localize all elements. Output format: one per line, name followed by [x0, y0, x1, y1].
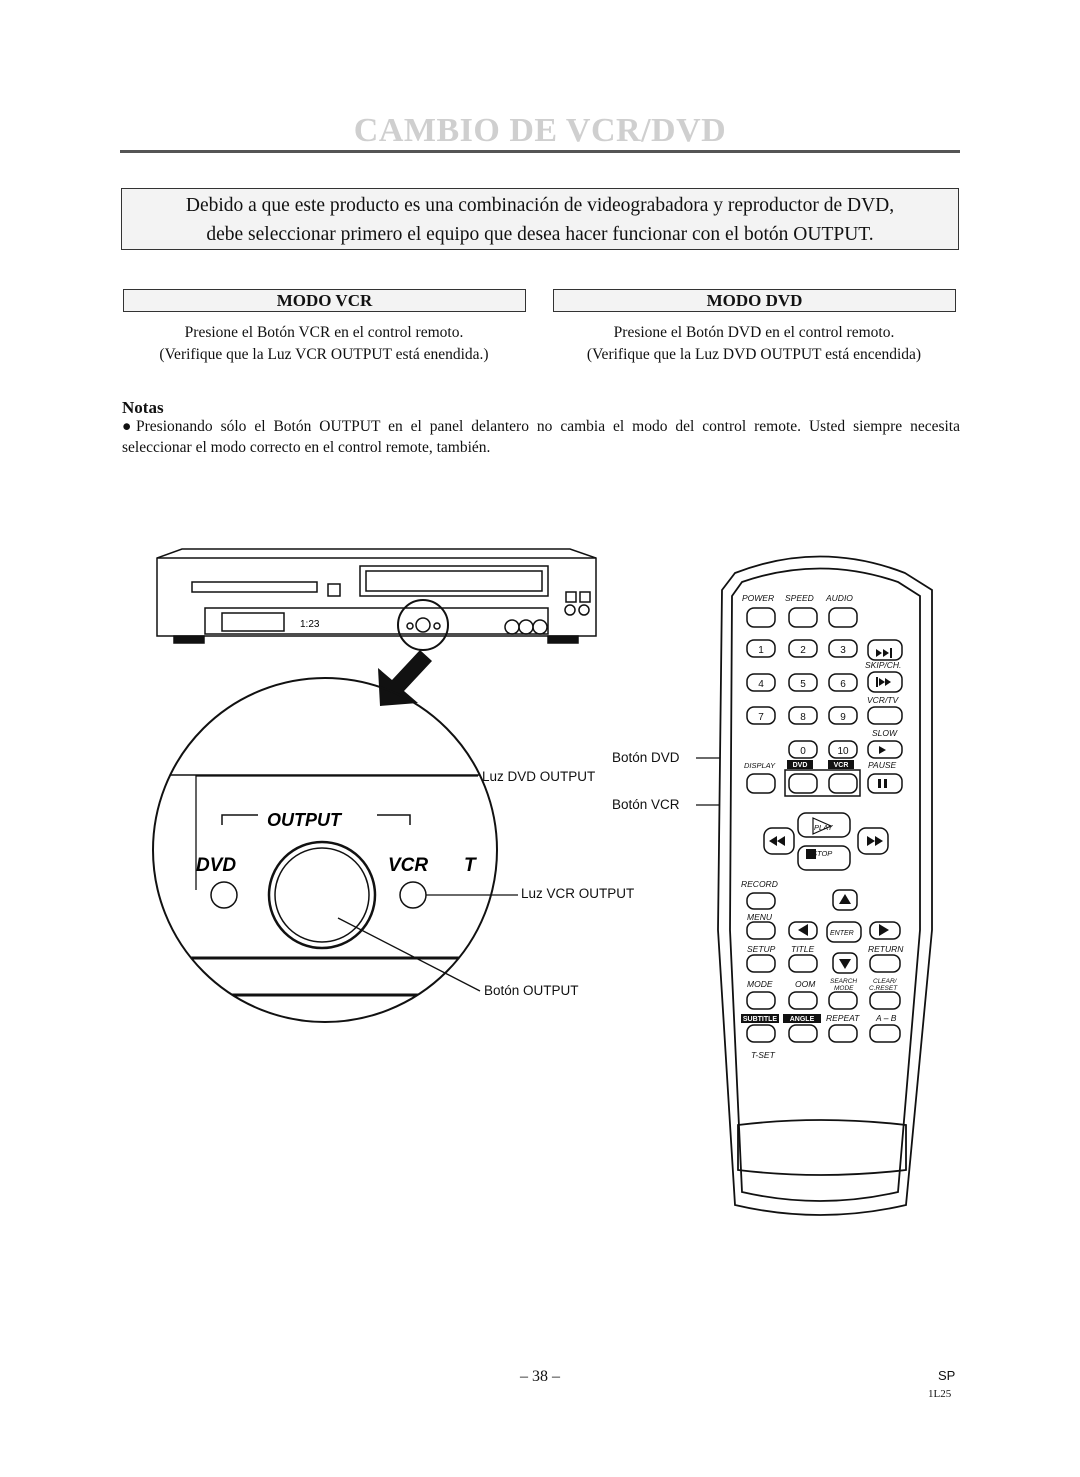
remote-mode-label: MODE [747, 979, 773, 989]
remote-num-0: 0 [800, 746, 806, 757]
remote-num-8: 8 [800, 712, 806, 723]
zoom-vcr-text: VCR [388, 855, 428, 876]
remote-vcrtv-label: VCR/TV [867, 695, 900, 705]
remote-num-6: 6 [840, 679, 846, 690]
remote-num-3: 3 [840, 645, 846, 656]
page-title: CAMBIO DE VCR/DVD [353, 112, 727, 149]
label-boton-dvd: Botón DVD [612, 750, 680, 765]
remote-display-label: DISPLAY [744, 761, 776, 770]
zoom-circle [152, 677, 498, 1023]
remote-zoom-label: OOM [795, 979, 816, 989]
remote-vcr-button: VCR [834, 762, 849, 769]
remote-record-label: RECORD [741, 879, 778, 889]
remote-stop-label: STOP [812, 849, 832, 858]
zoom-dvd-text: DVD [196, 855, 236, 876]
title-rule [120, 150, 960, 153]
remote-repeat-label: REPEAT [826, 1013, 860, 1023]
remote-audio-label: AUDIO [825, 593, 853, 603]
remote-enter-label: ENTER [830, 930, 854, 937]
remote-menu-label: MENU [747, 912, 773, 922]
notes-heading: Notas [122, 398, 164, 417]
remote-angle-label: ANGLE [790, 1016, 815, 1023]
label-boton-output: Botón OUTPUT [484, 983, 579, 998]
modo-dvd-text: Presione el Botón DVD en el control remo… [548, 322, 960, 366]
page-number: – 38 – [520, 1368, 560, 1385]
remote-labels: POWER SPEED AUDIO SKIP/CH. VCR/TV SLOW P… [741, 593, 904, 1060]
modo-vcr-text: Presione el Botón VCR en el control remo… [118, 322, 530, 366]
vcr-display-text: 1:23 [300, 619, 320, 630]
remote-num-5: 5 [800, 679, 806, 690]
model-code: 1L25 [928, 1388, 952, 1400]
remote-search-label: SEARCH [830, 978, 857, 985]
remote-icons [741, 648, 892, 1023]
vcr-dvd-unit [156, 548, 597, 651]
remote-num-2: 2 [800, 645, 806, 656]
intro-line-2: debe seleccionar primero el equipo que d… [206, 224, 874, 245]
modo-dvd-line-2: (Verifique que la Luz DVD OUTPUT está en… [586, 346, 922, 363]
remote-search-mode-label: MODE [834, 985, 854, 992]
label-luz-vcr-output: Luz VCR OUTPUT [521, 886, 635, 901]
modo-vcr-heading: MODO VCR [123, 289, 526, 312]
zoom-cut-text: T [464, 855, 477, 876]
remote-subtitle-label: SUBTITLE [743, 1016, 778, 1023]
zoom-output-text: OUTPUT [267, 810, 343, 830]
remote-creset-label: C.RESET [869, 985, 898, 992]
remote-ab-label: A – B [875, 1013, 897, 1023]
bullet-icon: ● [122, 418, 132, 435]
remote-setup-label: SETUP [747, 944, 776, 954]
remote-title-label: TITLE [791, 944, 814, 954]
remote-num-4: 4 [758, 679, 764, 690]
notes-body: Presionando sólo el Botón OUTPUT en el p… [122, 418, 960, 456]
remote-num-7: 7 [758, 712, 764, 723]
remote-inverse-labels: DVD VCR SUBTITLE ANGLE [743, 762, 849, 1023]
modo-vcr-line-1: Presione el Botón VCR en el control remo… [184, 324, 464, 341]
remote-return-label: RETURN [868, 944, 904, 954]
label-boton-vcr: Botón VCR [612, 797, 680, 812]
language-code: SP [938, 1368, 956, 1383]
remote-clear-label: CLEAR/ [873, 978, 898, 985]
remote-num-9: 9 [840, 712, 846, 723]
notes-text: ●Presionando sólo el Botón OUTPUT en el … [122, 416, 960, 458]
modo-dvd-heading: MODO DVD [553, 289, 956, 312]
remote-tset-label: T-SET [751, 1050, 776, 1060]
remote-dvd-button: DVD [793, 762, 808, 769]
modo-vcr-line-2: (Verifique que la Luz VCR OUTPUT está en… [159, 346, 489, 363]
remote-speed-label: SPEED [785, 593, 814, 603]
remote-skip-label: SKIP/CH. [865, 660, 901, 670]
intro-box: Debido a que este producto es una combin… [121, 188, 959, 250]
modo-dvd-line-1: Presione el Botón DVD en el control remo… [613, 324, 895, 341]
remote-num-1: 1 [758, 645, 764, 656]
remote-num-10: 10 [837, 746, 849, 757]
remote-slow-label: SLOW [872, 728, 898, 738]
intro-line-1: Debido a que este producto es una combin… [185, 195, 895, 216]
label-luz-dvd-output: Luz DVD OUTPUT [482, 769, 596, 784]
remote-pause-label: PAUSE [868, 760, 897, 770]
remote-play-label: PLAY [814, 823, 834, 832]
remote-power-label: POWER [742, 593, 774, 603]
remote-number-labels: 1 2 3 4 5 6 7 8 9 0 10 [758, 645, 849, 757]
